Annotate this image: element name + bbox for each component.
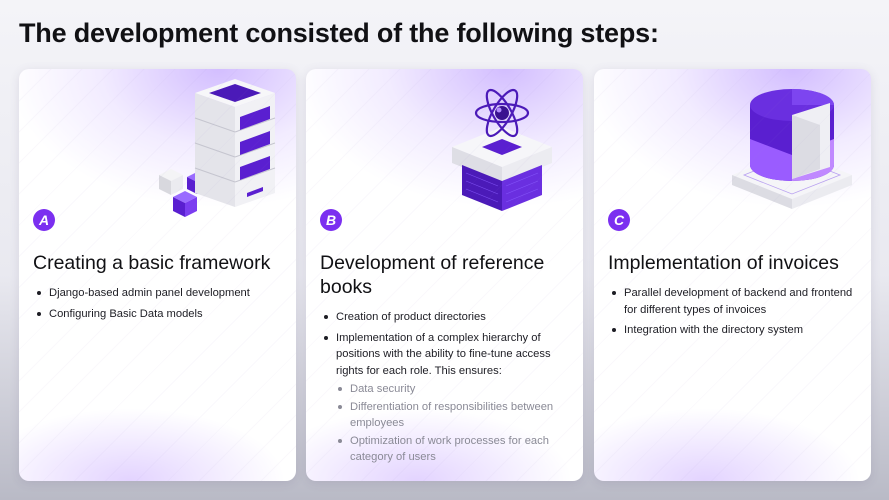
list-item: Django-based admin panel development [35,285,285,302]
step-badge-c: C [608,209,630,231]
card-title-b: Development of reference books [320,252,545,298]
step-badge-b: B [320,209,342,231]
step-card-b: B Development of reference books Creatio… [306,69,583,481]
card-title-a: Creating a basic framework [33,252,271,274]
list-item: Parallel development of backend and fron… [610,285,860,318]
pie-chart-icon [732,89,852,209]
list-item: Integration with the directory system [610,322,860,339]
step-badge-a: A [33,209,55,231]
server-stack-icon [159,79,276,217]
card-title-c: Implementation of invoices [608,252,839,274]
bullet-list-c: Parallel development of backend and fron… [610,285,860,343]
page-title: The development consisted of the followi… [19,18,659,48]
step-card-a: A Creating a basic framework Django-base… [19,69,296,481]
atom-platform-icon [452,88,552,211]
list-item: Implementation of a complex hierarchy of… [322,330,572,466]
step-card-c: C Implementation of invoices Parallel de… [594,69,871,481]
bullet-list-b: Creation of product directories Implemen… [322,309,572,470]
list-item: Configuring Basic Data models [35,306,285,323]
bullet-list-a: Django-based admin panel development Con… [35,285,285,326]
sub-bullet-list: Data security Differentiation of respons… [336,381,572,466]
sub-list-item: Differentiation of responsibilities betw… [336,399,572,432]
sub-list-item: Data security [336,381,572,398]
list-item: Creation of product directories [322,309,572,326]
sub-list-item: Optimization of work processes for each … [336,433,572,466]
